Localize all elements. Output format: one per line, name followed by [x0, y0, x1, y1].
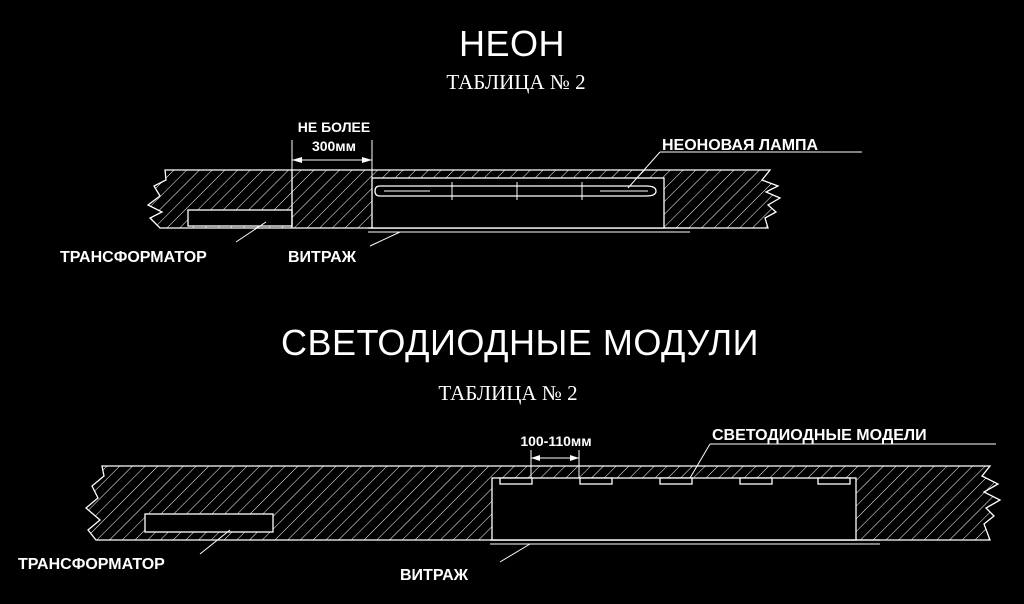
neon-dimension: НЕ БОЛЕЕ 300мм	[291, 119, 373, 178]
neon-dim-line2: 300мм	[312, 138, 356, 154]
led-leaders	[199, 443, 996, 563]
led-transformer-block	[144, 513, 274, 533]
neon-table-caption: ТАБЛИЦА № 2	[446, 70, 585, 94]
led-modules	[499, 477, 851, 485]
led-table-caption: ТАБЛИЦА № 2	[438, 381, 577, 405]
led-transformer-label: ТРАНСФОРМАТОР	[18, 556, 165, 573]
neon-dim-line1: НЕ БОЛЕЕ	[298, 119, 370, 135]
led-module-label: СВЕТОДИОДНЫЕ МОДЕЛИ	[712, 427, 927, 444]
neon-lamp-label: НЕОНОВАЯ ЛАМПА	[662, 137, 819, 154]
neon-transformer-block	[187, 209, 293, 227]
neon-transformer-label: ТРАНСФОРМАТОР	[60, 249, 207, 266]
led-dim-label: 100-110мм	[520, 433, 591, 449]
neon-vitrage-label: ВИТРАЖ	[288, 249, 357, 266]
neon-lamp	[374, 182, 657, 200]
led-dimension: 100-110мм	[520, 433, 592, 478]
led-cavity	[491, 477, 857, 541]
neon-wall-section	[146, 169, 782, 233]
neon-title: НЕОН	[459, 23, 565, 64]
led-title: СВЕТОДИОДНЫЕ МОДУЛИ	[281, 322, 759, 363]
led-vitrage-label: ВИТРАЖ	[400, 567, 469, 584]
neon-leaders	[235, 151, 862, 247]
led-wall-section	[84, 465, 1002, 545]
